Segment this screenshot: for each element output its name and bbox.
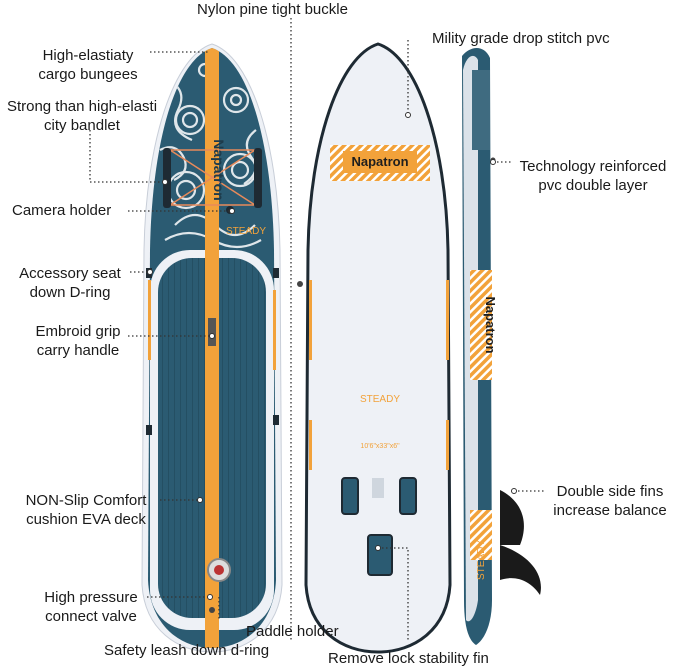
label-paddle-holder: Paddle holder (246, 623, 339, 640)
label-carry-handle: Embroid grip carry handle (35, 323, 121, 359)
fin-box-left (341, 477, 359, 515)
cargo-bungees (168, 149, 258, 206)
brand-text-top: Napatron (211, 139, 227, 200)
label-reinforced: Technology reinforced pvc double layer (519, 158, 667, 194)
label-bungees: High-elastiaty cargo bungees (38, 47, 138, 83)
label-eva-deck: NON-Slip Comfort cushion EVA deck (25, 492, 147, 528)
fin-box-center (367, 534, 393, 576)
label-drop-stitch: Mility grade drop stitch pvc (432, 30, 610, 47)
board-side-view (462, 48, 541, 645)
brand-panel-side (470, 270, 492, 380)
leader-lines (89, 18, 545, 640)
label-buckle: Nylon pine tight buckle (197, 1, 348, 18)
board-bottom-view (297, 42, 452, 654)
model-text-bottom: STEADY (360, 394, 400, 405)
paddle-holder (297, 281, 303, 287)
stability-fin (500, 545, 541, 595)
model-text-top: STEADY (226, 226, 266, 237)
brand-text-side: Napatron (483, 296, 498, 353)
bandlet-left (163, 148, 171, 208)
label-bandlet: Strong than high-elasti city bandlet (6, 98, 158, 134)
side-fin-upper (500, 490, 524, 545)
label-double-fins: Double side fins increase balance (553, 483, 667, 519)
carry-handle (208, 318, 216, 346)
label-accessory-dring: Accessory seat down D-ring (19, 265, 121, 301)
label-camera-holder: Camera holder (12, 202, 112, 219)
bandlet-right (254, 148, 262, 208)
leash-ring (209, 607, 215, 613)
leader-dots (147, 112, 517, 600)
brand-text-bottom: Napatron (351, 154, 408, 169)
model-size-bottom: 10'6"x33"x6" (360, 443, 400, 450)
model-text-side: STEADY (476, 540, 487, 580)
label-valve: High pressure connect valve (44, 589, 138, 625)
label-stability-fin: Remove lock stability fin (328, 650, 489, 667)
fin-box-right (399, 477, 417, 515)
label-leash: Safety leash down d-ring (104, 642, 270, 659)
